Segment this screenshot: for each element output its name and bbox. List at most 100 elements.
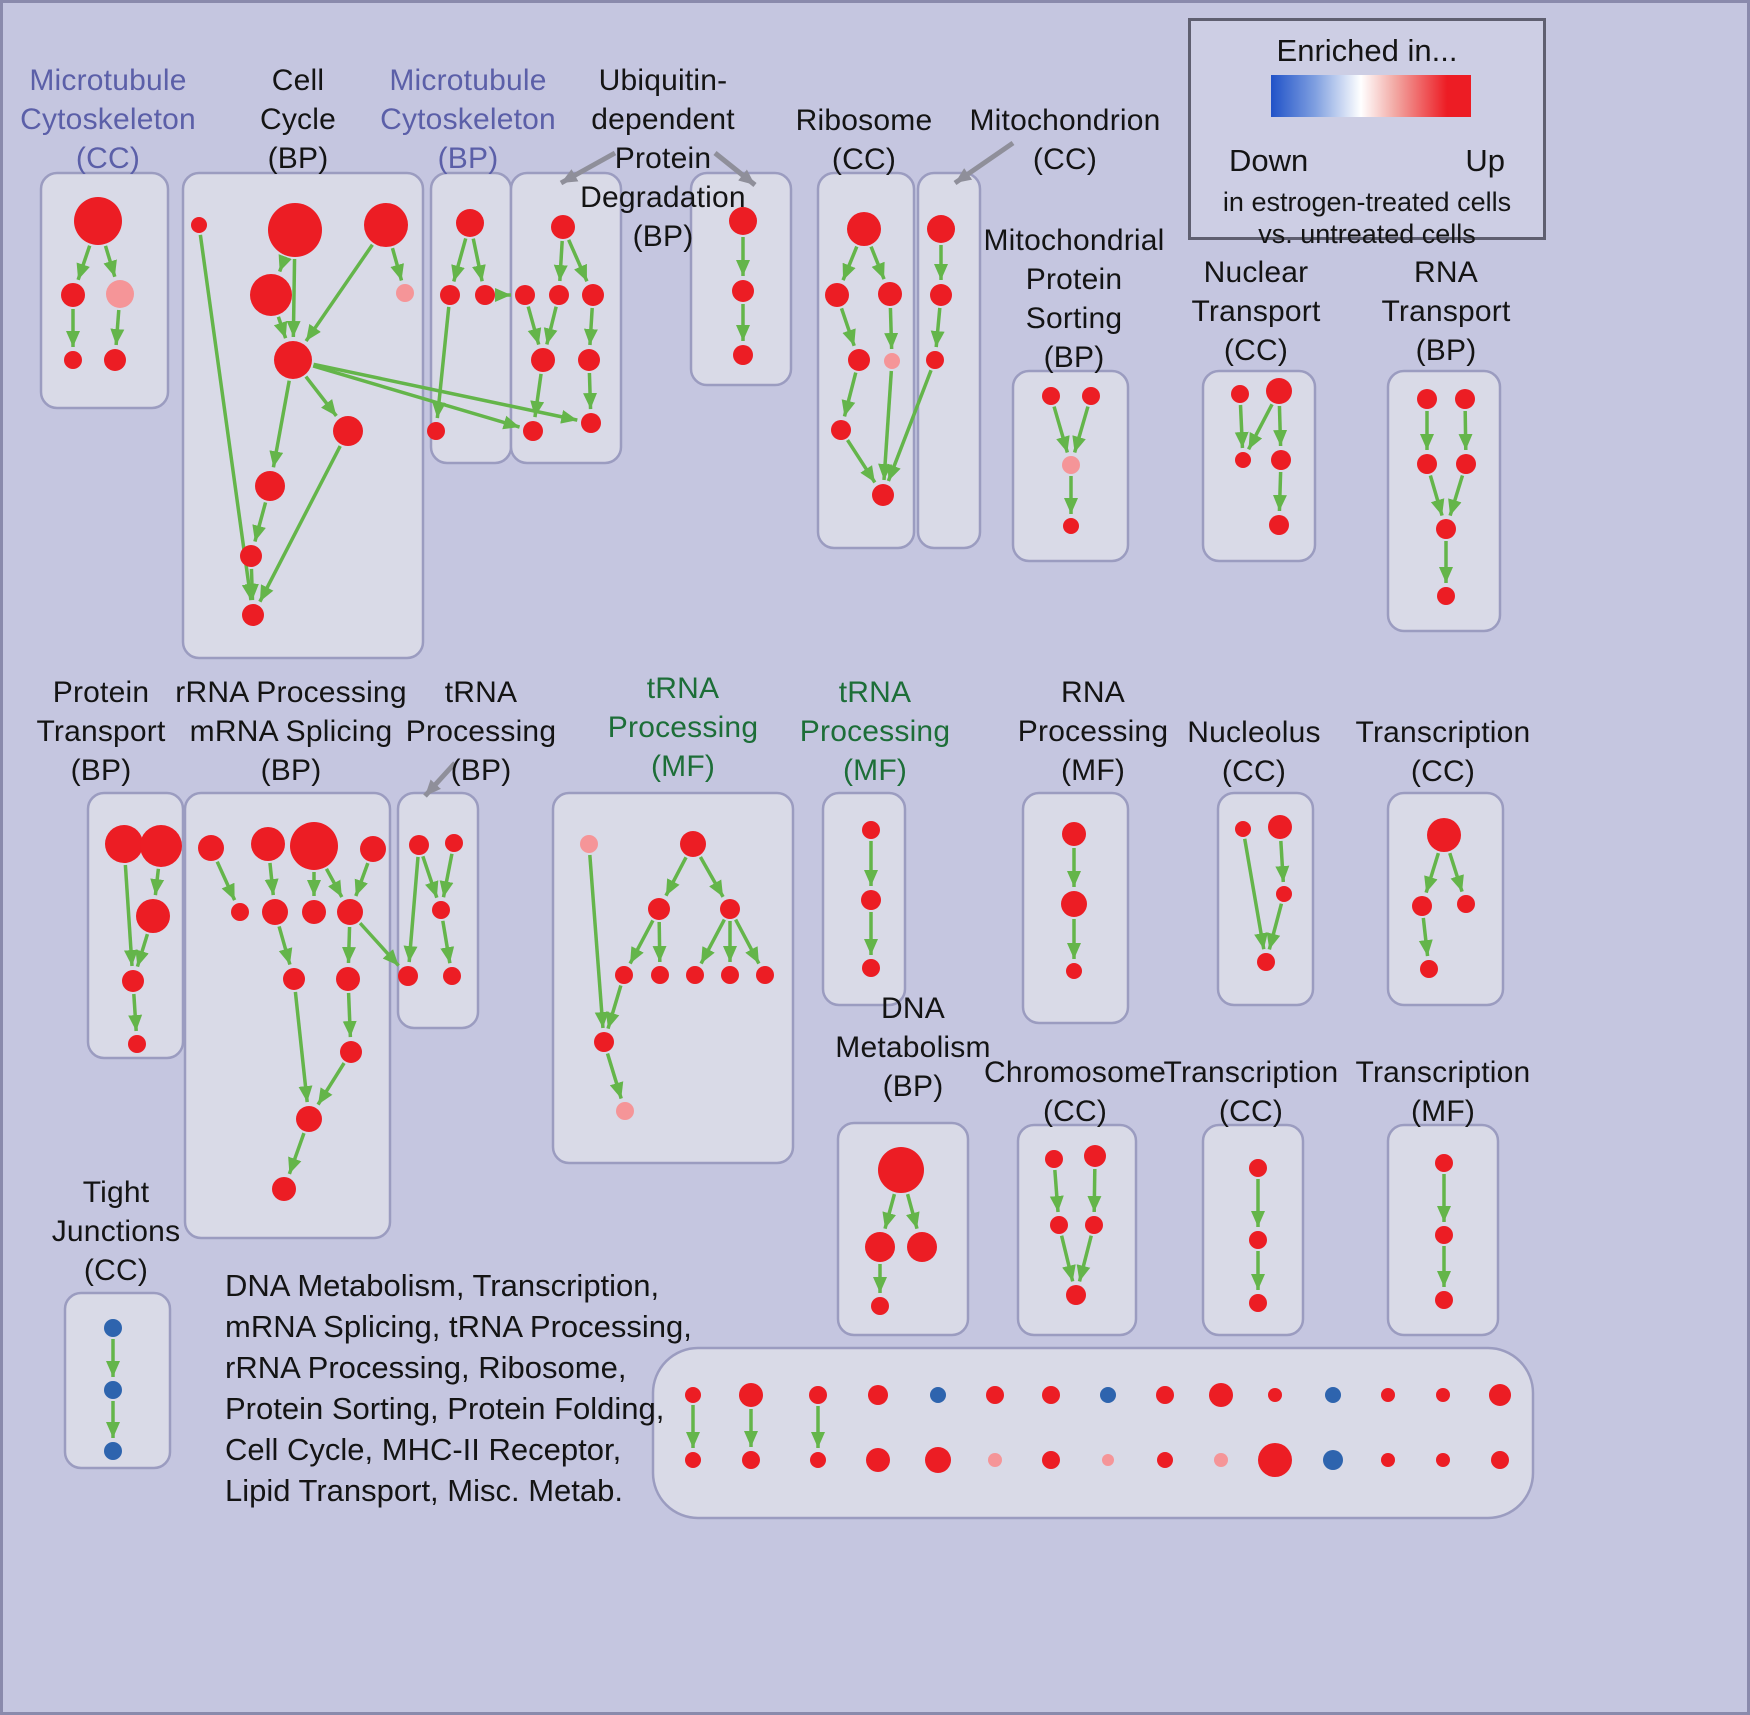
gene-node-red (1381, 1388, 1395, 1402)
graph-edge (1418, 917, 1433, 957)
gene-node-red (1417, 389, 1437, 409)
network-graph (39, 140, 1535, 1520)
gene-node-red (440, 285, 460, 305)
gene-node-pink (580, 835, 598, 853)
gene-node-red (1491, 1451, 1509, 1469)
graph-edge (440, 920, 455, 964)
graph-edge (1072, 406, 1090, 454)
graph-edge (664, 856, 688, 897)
graph-edge (583, 307, 598, 346)
graph-edge (403, 856, 420, 963)
graph-edge (215, 860, 237, 901)
cluster-box-misc-categories (651, 1346, 1535, 1520)
gene-node-red (398, 966, 418, 986)
gene-node-red (878, 1147, 924, 1193)
gene-node-red (1456, 454, 1476, 474)
gene-node-red (868, 1385, 888, 1405)
graph-edge (1246, 403, 1274, 451)
gene-node-red (262, 899, 288, 925)
gene-node-red (456, 209, 484, 237)
graph-edge (198, 234, 256, 601)
graph-edge (451, 237, 468, 282)
cluster-label: Protein Transport (BP) (36, 676, 166, 787)
graph-edge (1049, 1169, 1064, 1213)
graph-edge (1059, 1235, 1076, 1282)
graph-edge (264, 862, 279, 896)
gene-node-red (1437, 587, 1455, 605)
gene-node-red (685, 1387, 701, 1403)
gene-node-red (290, 822, 338, 870)
gene-node-red (1235, 821, 1251, 837)
gene-node-pink (1062, 456, 1080, 474)
graph-edge (123, 864, 138, 967)
legend-subtitle-line-1: in estrogen-treated cells (1222, 187, 1512, 217)
graph-edge (244, 568, 259, 601)
graph-edge (628, 919, 655, 965)
gene-node-red (105, 825, 143, 863)
gene-node-red (1412, 896, 1432, 916)
cluster-label: DNA Metabolism (BP) (835, 992, 991, 1103)
graph-edge (878, 370, 894, 481)
cluster-box-tight-junctions-cc (63, 1291, 172, 1470)
gene-node-pink (616, 1102, 634, 1120)
category-note: DNA Metabolism, Transcription,mRNA Splic… (225, 1265, 692, 1511)
gene-node-red (427, 422, 445, 440)
gene-node-red (1084, 1145, 1106, 1167)
graph-edge (1052, 406, 1070, 454)
graph-edge (605, 1052, 624, 1100)
gene-node-red (1435, 1291, 1453, 1309)
gene-node-red (1050, 1216, 1068, 1234)
cluster-box-microtubule-cytoskeleton-cc (39, 171, 170, 410)
gene-node-red (1156, 1386, 1174, 1404)
graph-edge (839, 307, 856, 347)
graph-edge (432, 306, 451, 419)
graph-edge (886, 369, 933, 482)
gene-node-red (1257, 953, 1275, 971)
gene-node-red (1266, 378, 1292, 404)
gene-node-pink (988, 1453, 1002, 1467)
graph-edge (905, 1193, 920, 1230)
graph-edge (312, 364, 521, 430)
gene-node-red (729, 207, 757, 235)
cluster-label: tRNA Processing (MF) (799, 676, 951, 787)
graph-edge (841, 245, 859, 281)
gene-node-red (861, 890, 881, 910)
category-note-line: Lipid Transport, Misc. Metab. (225, 1473, 623, 1508)
gene-node-red (862, 959, 880, 977)
gene-node-red (926, 351, 944, 369)
graph-edge (439, 853, 454, 898)
gene-node-red (128, 1035, 146, 1053)
graph-edge (1448, 852, 1464, 893)
gene-node-red (720, 899, 740, 919)
cluster-box-dna-metabolism-bp (836, 1121, 970, 1337)
gene-node-red (1042, 1386, 1060, 1404)
gene-node-red (930, 284, 952, 306)
gene-node-red (739, 1383, 763, 1407)
graph-edge (1242, 838, 1268, 950)
graph-edge (846, 439, 877, 484)
gene-node-red (61, 283, 85, 307)
graph-edge (1076, 1235, 1093, 1282)
graph-edge (526, 306, 542, 346)
graph-edge (1266, 903, 1284, 950)
graph-edge (652, 921, 667, 963)
gene-node-red (810, 1452, 826, 1468)
gene-node-red (1435, 1154, 1453, 1172)
gene-node-red (1066, 963, 1082, 979)
gene-node-red (866, 1448, 890, 1472)
graph-edge (1448, 474, 1465, 517)
gene-node-red (549, 285, 569, 305)
cluster-box-mitochondrion-cc (916, 171, 982, 550)
graph-edge (269, 380, 291, 468)
gene-node-red (1249, 1294, 1267, 1312)
gene-node-blue (1100, 1387, 1116, 1403)
legend-scale-labels: Down Up (1229, 143, 1505, 179)
gene-node-red (1042, 1451, 1060, 1469)
gene-node-red (685, 1452, 701, 1468)
graph-edge (342, 992, 357, 1038)
graph-edge (734, 918, 761, 965)
cluster-label: Mitochondrial Protein Sorting (BP) (983, 224, 1165, 374)
cluster-label: Microtubule Cytoskeleton (BP) (380, 64, 556, 175)
gene-node-red (122, 970, 144, 992)
gene-node-red (1457, 895, 1475, 913)
